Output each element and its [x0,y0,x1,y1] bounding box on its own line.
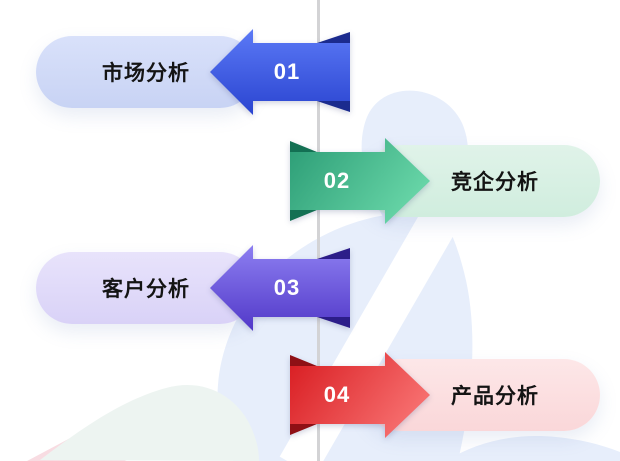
step-row-4: 产品分析 04 [0,352,620,438]
step-label: 客户分析 [102,278,190,301]
decor-leaf-bottom-left [40,385,259,461]
step-label: 产品分析 [451,385,539,408]
step-row-3: 客户分析 03 [0,245,620,331]
step-number: 02 [323,168,351,193]
step-label: 市场分析 [102,62,190,85]
arrow-right-icon [290,352,430,438]
step-row-2: 竞企分析 02 [0,138,620,224]
arrow-right-icon [290,138,430,224]
decor-band-bottom-right [446,436,620,461]
step-number: 03 [273,275,301,300]
arrow-left-icon [210,29,350,115]
arrow-left-icon [210,245,350,331]
step-number: 04 [323,382,351,407]
step-number: 01 [273,59,301,84]
step-label: 竞企分析 [451,171,539,194]
step-row-1: 市场分析 01 [0,29,620,115]
timeline-line [317,0,320,461]
